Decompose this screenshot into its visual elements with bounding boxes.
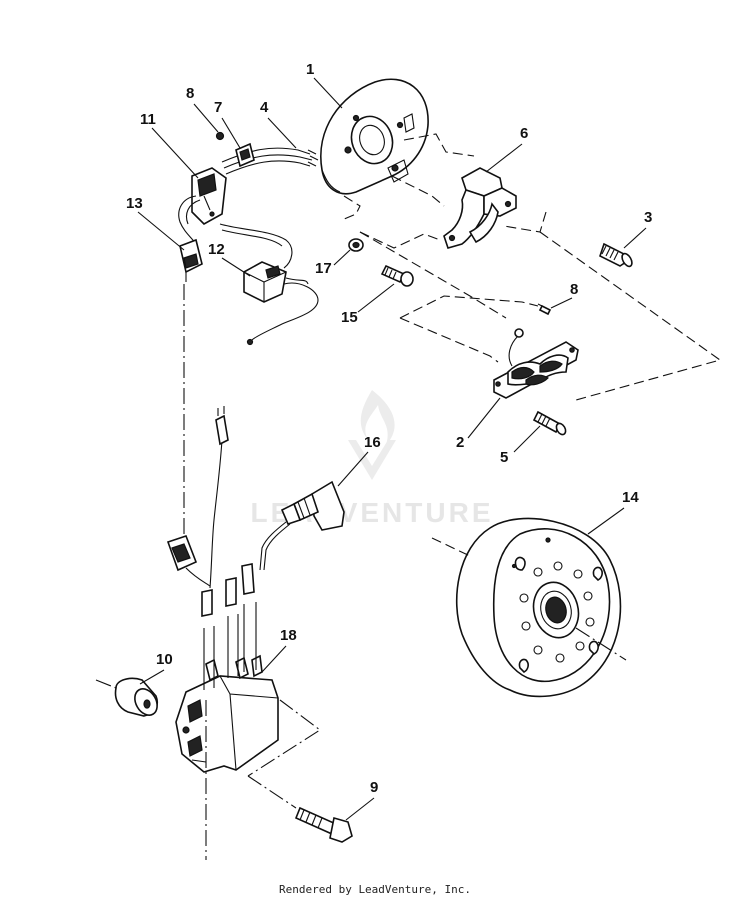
callout-12: 12	[208, 241, 225, 258]
watermark-chevron-icon	[348, 440, 396, 480]
callout-13: 13	[126, 195, 143, 212]
part-16-spark-plug-cap[interactable]	[259, 480, 345, 571]
callout-18: 18	[280, 627, 297, 644]
part-12-rectifier[interactable]	[243, 261, 319, 346]
part-17-washer[interactable]	[348, 238, 364, 252]
part-18-ignition-coil[interactable]	[175, 654, 279, 773]
callout-10: 10	[156, 651, 173, 668]
part-9-bolt[interactable]	[294, 806, 353, 843]
callout-5: 5	[500, 449, 508, 466]
part-8-screw-right[interactable]	[537, 303, 552, 316]
callout-16: 16	[364, 434, 381, 451]
callout-9: 9	[370, 779, 378, 796]
callout-15: 15	[341, 309, 358, 326]
part-10-cap[interactable]	[114, 677, 162, 719]
part-5-screw[interactable]	[532, 410, 567, 436]
callout-14: 14	[622, 489, 639, 506]
coil-leads	[201, 406, 257, 690]
callout-8-left: 8	[186, 85, 194, 102]
callout-6: 6	[520, 125, 528, 142]
part-6-clamp[interactable]	[443, 167, 517, 249]
watermark-flame-icon	[360, 390, 395, 445]
callout-17: 17	[315, 260, 332, 277]
part-1-stator-plate[interactable]	[320, 78, 429, 195]
part-7-clip[interactable]	[235, 142, 255, 168]
part-15-screw[interactable]	[380, 264, 414, 287]
callout-11: 11	[140, 111, 156, 128]
callout-4: 4	[260, 99, 269, 116]
callout-7: 7	[214, 99, 222, 116]
callout-3: 3	[644, 209, 652, 226]
part-8-screw-left[interactable]	[215, 131, 225, 141]
part-3-screw[interactable]	[599, 242, 634, 268]
part-14-flywheel[interactable]	[456, 517, 622, 698]
part-13-connector[interactable]	[179, 238, 203, 282]
part-11-switch[interactable]	[191, 167, 227, 225]
kill-switch-plug	[166, 534, 211, 587]
callout-2: 2	[456, 434, 464, 451]
part-4-wire-harness[interactable]	[221, 147, 319, 175]
footer-credit: Rendered by LeadVenture, Inc.	[278, 883, 472, 896]
callout-1: 1	[306, 61, 314, 78]
callout-8-right: 8	[570, 281, 578, 298]
alignment-lines-upper	[183, 133, 722, 536]
part-2-charge-coil[interactable]	[493, 328, 579, 399]
